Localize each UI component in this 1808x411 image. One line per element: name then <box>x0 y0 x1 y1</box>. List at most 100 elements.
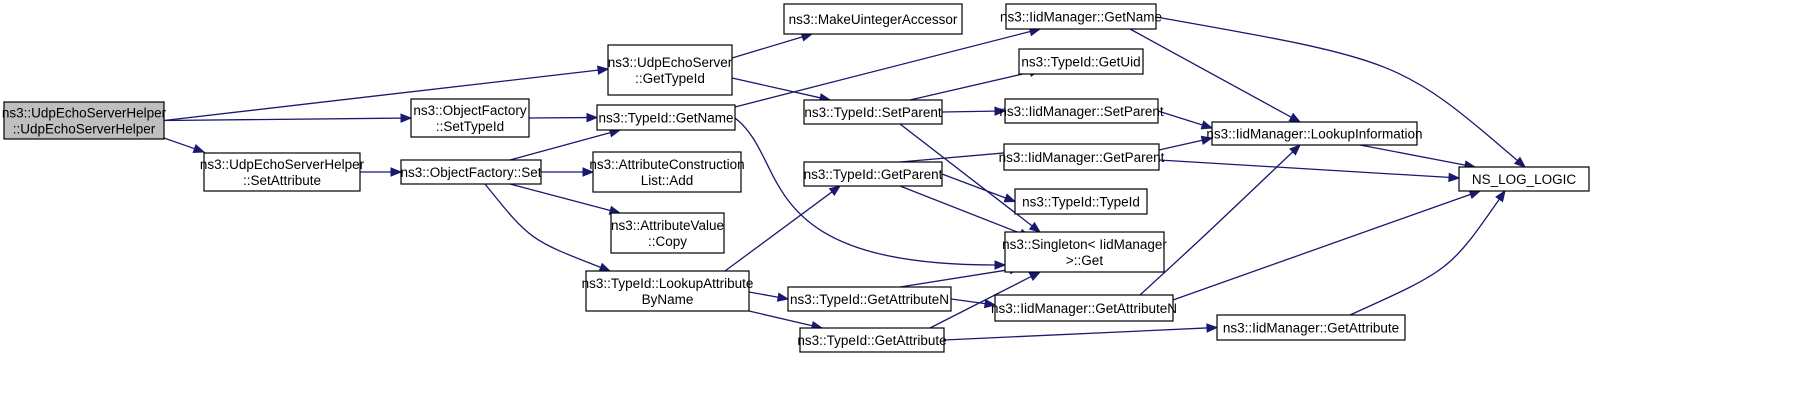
node-makeUint[interactable]: ns3::MakeUintegerAccessor <box>783 3 963 35</box>
edge-iidGetAttr-to-nsLog <box>1349 189 1506 316</box>
edge-tidGetAttrN-to-singleton <box>899 264 1022 288</box>
node-box <box>3 101 165 140</box>
node-box <box>610 212 725 254</box>
node-iidGetParent[interactable]: ns3::IidManager::GetParent <box>999 143 1165 171</box>
node-box <box>803 99 943 125</box>
node-tidGetAttr[interactable]: ns3::TypeId::GetAttribute <box>797 327 947 353</box>
node-label-line: ns3::Singleton< IidManager <box>1002 237 1167 252</box>
edge-ofSet-to-acAdd <box>541 167 595 177</box>
node-getTypeIdServer[interactable]: ns3::UdpEchoServer::GetTypeId <box>607 44 733 96</box>
edge-tidLookup-to-tidGetAttr <box>748 310 824 331</box>
node-avCopy[interactable]: ns3::AttributeValue::Copy <box>610 212 725 254</box>
node-label-line: ns3::ObjectFactory <box>413 103 527 118</box>
node-box <box>787 286 952 312</box>
edge-tidSetParent-to-singleton <box>899 123 1042 233</box>
node-label-line: ns3::AttributeValue <box>611 218 724 233</box>
node-label-line: ns3::IidManager::LookupInformation <box>1206 127 1422 142</box>
node-box <box>1216 314 1406 341</box>
edge-tidGetName-to-singleton <box>734 117 1007 270</box>
node-label-line: ns3::IidManager::GetParent <box>999 150 1165 165</box>
edge-tidGetParent-to-singleton <box>899 185 1032 238</box>
edge-tidGetParent-to-tidTypeId <box>941 173 1017 203</box>
node-label-line: ns3::UdpEchoServerHelper <box>2 106 167 121</box>
node-label-line: ns3::UdpEchoServerHelper <box>200 157 365 172</box>
node-label-line: ns3::TypeId::GetAttribute <box>797 333 946 348</box>
function-nodes: ns3::UdpEchoServerHelper::UdpEchoServerH… <box>2 3 1590 353</box>
node-box <box>1458 166 1590 192</box>
edge-root-to-ofSetTypeId <box>163 113 413 123</box>
node-label-line: ns3::IidManager::SetParent <box>999 104 1164 119</box>
node-label-line: ns3::TypeId::TypeId <box>1022 195 1140 210</box>
node-label-line: ::UdpEchoServerHelper <box>13 122 156 137</box>
node-box <box>203 152 361 192</box>
edge-tidLookup-to-tidGetParent <box>724 185 842 272</box>
node-label-line: ns3::IidManager::GetName <box>1000 10 1162 25</box>
edge-iidGetAttrN-to-iidLookup <box>1139 144 1301 296</box>
node-label-line: ns3::TypeId::SetParent <box>804 105 942 120</box>
node-label-line: ByName <box>642 292 694 307</box>
node-box <box>803 161 943 187</box>
node-label-line: ns3::MakeUintegerAccessor <box>789 12 958 27</box>
node-box <box>1005 3 1157 30</box>
call-edges <box>163 16 1527 341</box>
node-box <box>1004 98 1159 124</box>
node-label-line: ns3::TypeId::GetAttributeN <box>790 292 949 307</box>
node-iidSetParent[interactable]: ns3::IidManager::SetParent <box>999 98 1164 124</box>
edge-iidSetParent-to-iidLookup <box>1157 110 1214 130</box>
node-tidGetUid[interactable]: ns3::TypeId::GetUid <box>1018 48 1144 75</box>
node-label-line: ::GetTypeId <box>635 71 705 86</box>
edge-tidGetAttr-to-iidGetAttr <box>943 323 1219 341</box>
edge-getTypeIdServer-to-tidSetParent <box>731 77 832 103</box>
node-box <box>1003 143 1160 171</box>
node-ofSet[interactable]: ns3::ObjectFactory::Set <box>400 159 542 185</box>
node-box <box>592 151 742 193</box>
edge-iidGetParent-to-iidLookup <box>1158 135 1214 151</box>
node-tidGetName[interactable]: ns3::TypeId::GetName <box>596 104 736 131</box>
node-label-line: List::Add <box>641 173 694 188</box>
node-iidGetName[interactable]: ns3::IidManager::GetName <box>1000 3 1162 30</box>
edge-iidGetParent-to-nsLog <box>1158 159 1461 183</box>
edge-ofSetTypeId-to-tidGetName <box>528 112 599 123</box>
edge-root-to-helperSetAttr <box>163 137 206 154</box>
node-box <box>1211 121 1418 146</box>
node-box <box>1004 231 1165 273</box>
node-singleton[interactable]: ns3::Singleton< IidManager>::Get <box>1002 231 1167 273</box>
node-label-line: ns3::IidManager::GetAttributeN <box>991 301 1177 316</box>
node-iidLookup[interactable]: ns3::IidManager::LookupInformation <box>1206 121 1423 146</box>
node-label-line: ns3::IidManager::GetAttribute <box>1223 321 1399 336</box>
edge-tidGetName-to-iidGetName <box>734 27 1042 108</box>
node-box <box>783 3 963 35</box>
edge-getTypeIdServer-to-makeUint <box>731 32 814 59</box>
node-label-line: >::Get <box>1066 253 1103 268</box>
node-box <box>596 104 736 131</box>
node-label-line: ::Copy <box>648 234 687 249</box>
edge-iidGetAttrN-to-nsLog <box>1172 190 1482 301</box>
node-tidGetAttrN[interactable]: ns3::TypeId::GetAttributeN <box>787 286 952 312</box>
node-iidGetAttr[interactable]: ns3::IidManager::GetAttribute <box>1216 314 1406 341</box>
edge-root-to-getTypeIdServer <box>163 65 610 122</box>
node-box <box>799 327 945 353</box>
node-root[interactable]: ns3::UdpEchoServerHelper::UdpEchoServerH… <box>2 101 167 140</box>
node-iidGetAttrN[interactable]: ns3::IidManager::GetAttributeN <box>991 294 1177 322</box>
node-tidGetParent[interactable]: ns3::TypeId::GetParent <box>803 161 943 187</box>
node-tidTypeId[interactable]: ns3::TypeId::TypeId <box>1014 188 1148 215</box>
edge-iidGetName-to-nsLog <box>1155 16 1527 168</box>
edge-iidGetName-to-iidLookup <box>1129 28 1302 123</box>
node-label-line: ns3::UdpEchoServer <box>608 55 733 70</box>
node-tidSetParent[interactable]: ns3::TypeId::SetParent <box>803 99 943 125</box>
node-box <box>410 98 530 138</box>
node-nsLog[interactable]: NS_LOG_LOGIC <box>1458 166 1590 192</box>
node-box <box>1018 48 1144 75</box>
node-box <box>607 44 733 96</box>
node-helperSetAttr[interactable]: ns3::UdpEchoServerHelper::SetAttribute <box>200 152 365 192</box>
edge-tidLookup-to-tidGetAttrN <box>748 291 790 302</box>
node-ofSetTypeId[interactable]: ns3::ObjectFactory::SetTypeId <box>410 98 530 138</box>
node-label-line: ns3::TypeId::GetParent <box>804 167 943 182</box>
node-label-line: ns3::ObjectFactory::Set <box>400 165 541 180</box>
node-box <box>994 294 1174 322</box>
node-label-line: ns3::TypeId::GetName <box>598 111 733 126</box>
node-label-line: ns3::TypeId::GetUid <box>1021 55 1140 70</box>
